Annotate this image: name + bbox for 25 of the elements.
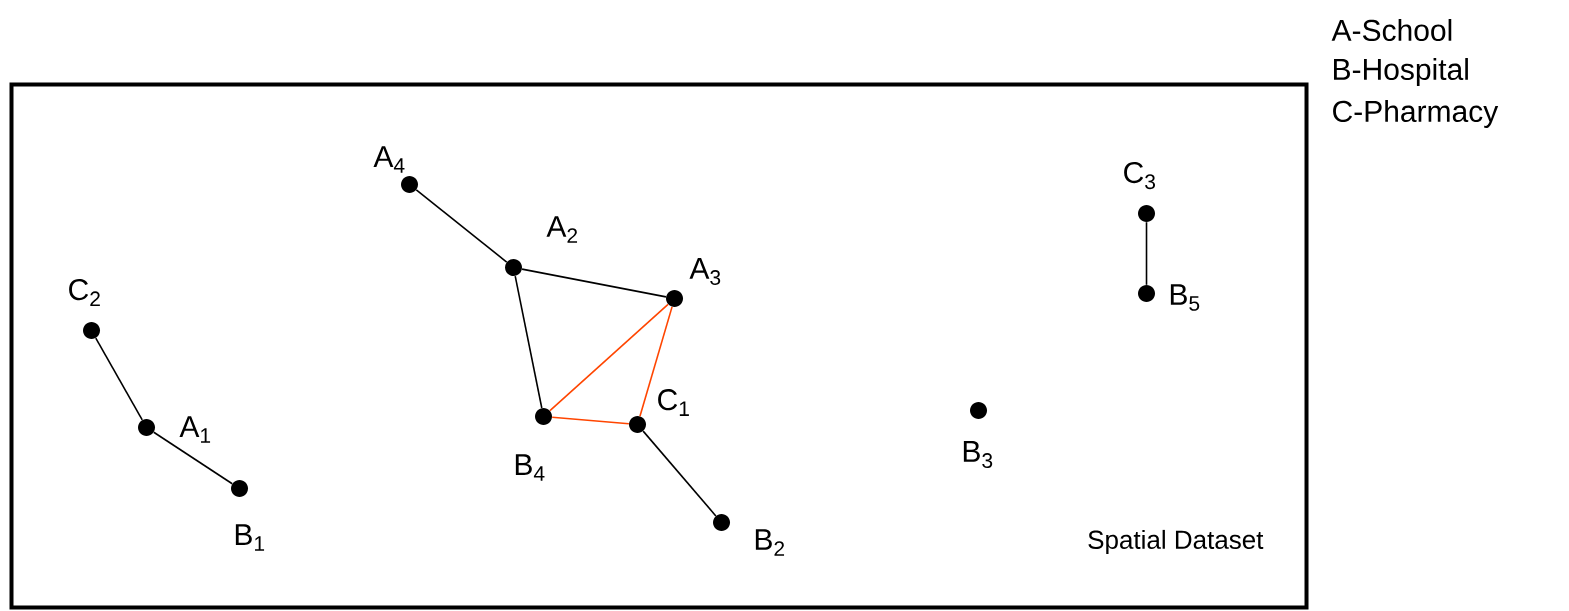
point-label: C$_{1}$ [658, 389, 689, 416]
connecting-line [551, 416, 630, 425]
connecting-line [95, 337, 143, 421]
point-label: B$_{4}$ [515, 454, 545, 481]
connecting-line [639, 306, 673, 417]
point-label: A$_{1}$ [179, 416, 211, 443]
point-label: B$_{3}$ [963, 441, 993, 468]
point-label: C$_{2}$ [69, 279, 100, 306]
connecting-line [521, 268, 667, 298]
connecting-line [549, 303, 669, 412]
connecting-line [1145, 221, 1148, 286]
point-label: B$_{5}$ [1170, 284, 1200, 311]
point-label: C$_{3}$ [1124, 161, 1155, 190]
point-label: A$_{4}$ [373, 146, 405, 173]
legend-text: B-Hospital [1334, 58, 1468, 86]
connecting-line [642, 430, 717, 517]
point-label: A$_{3}$ [689, 258, 721, 285]
connecting-line [153, 431, 234, 485]
connecting-line [514, 275, 543, 409]
legend-text: A-School [1331, 19, 1452, 41]
point-label: A$_{2}$ [546, 216, 578, 243]
legend-text: C-Pharmacy [1333, 100, 1499, 128]
connecting-line [415, 189, 508, 263]
point-label: B$_{1}$ [235, 524, 265, 551]
point-label: B$_{2}$ [755, 529, 785, 556]
